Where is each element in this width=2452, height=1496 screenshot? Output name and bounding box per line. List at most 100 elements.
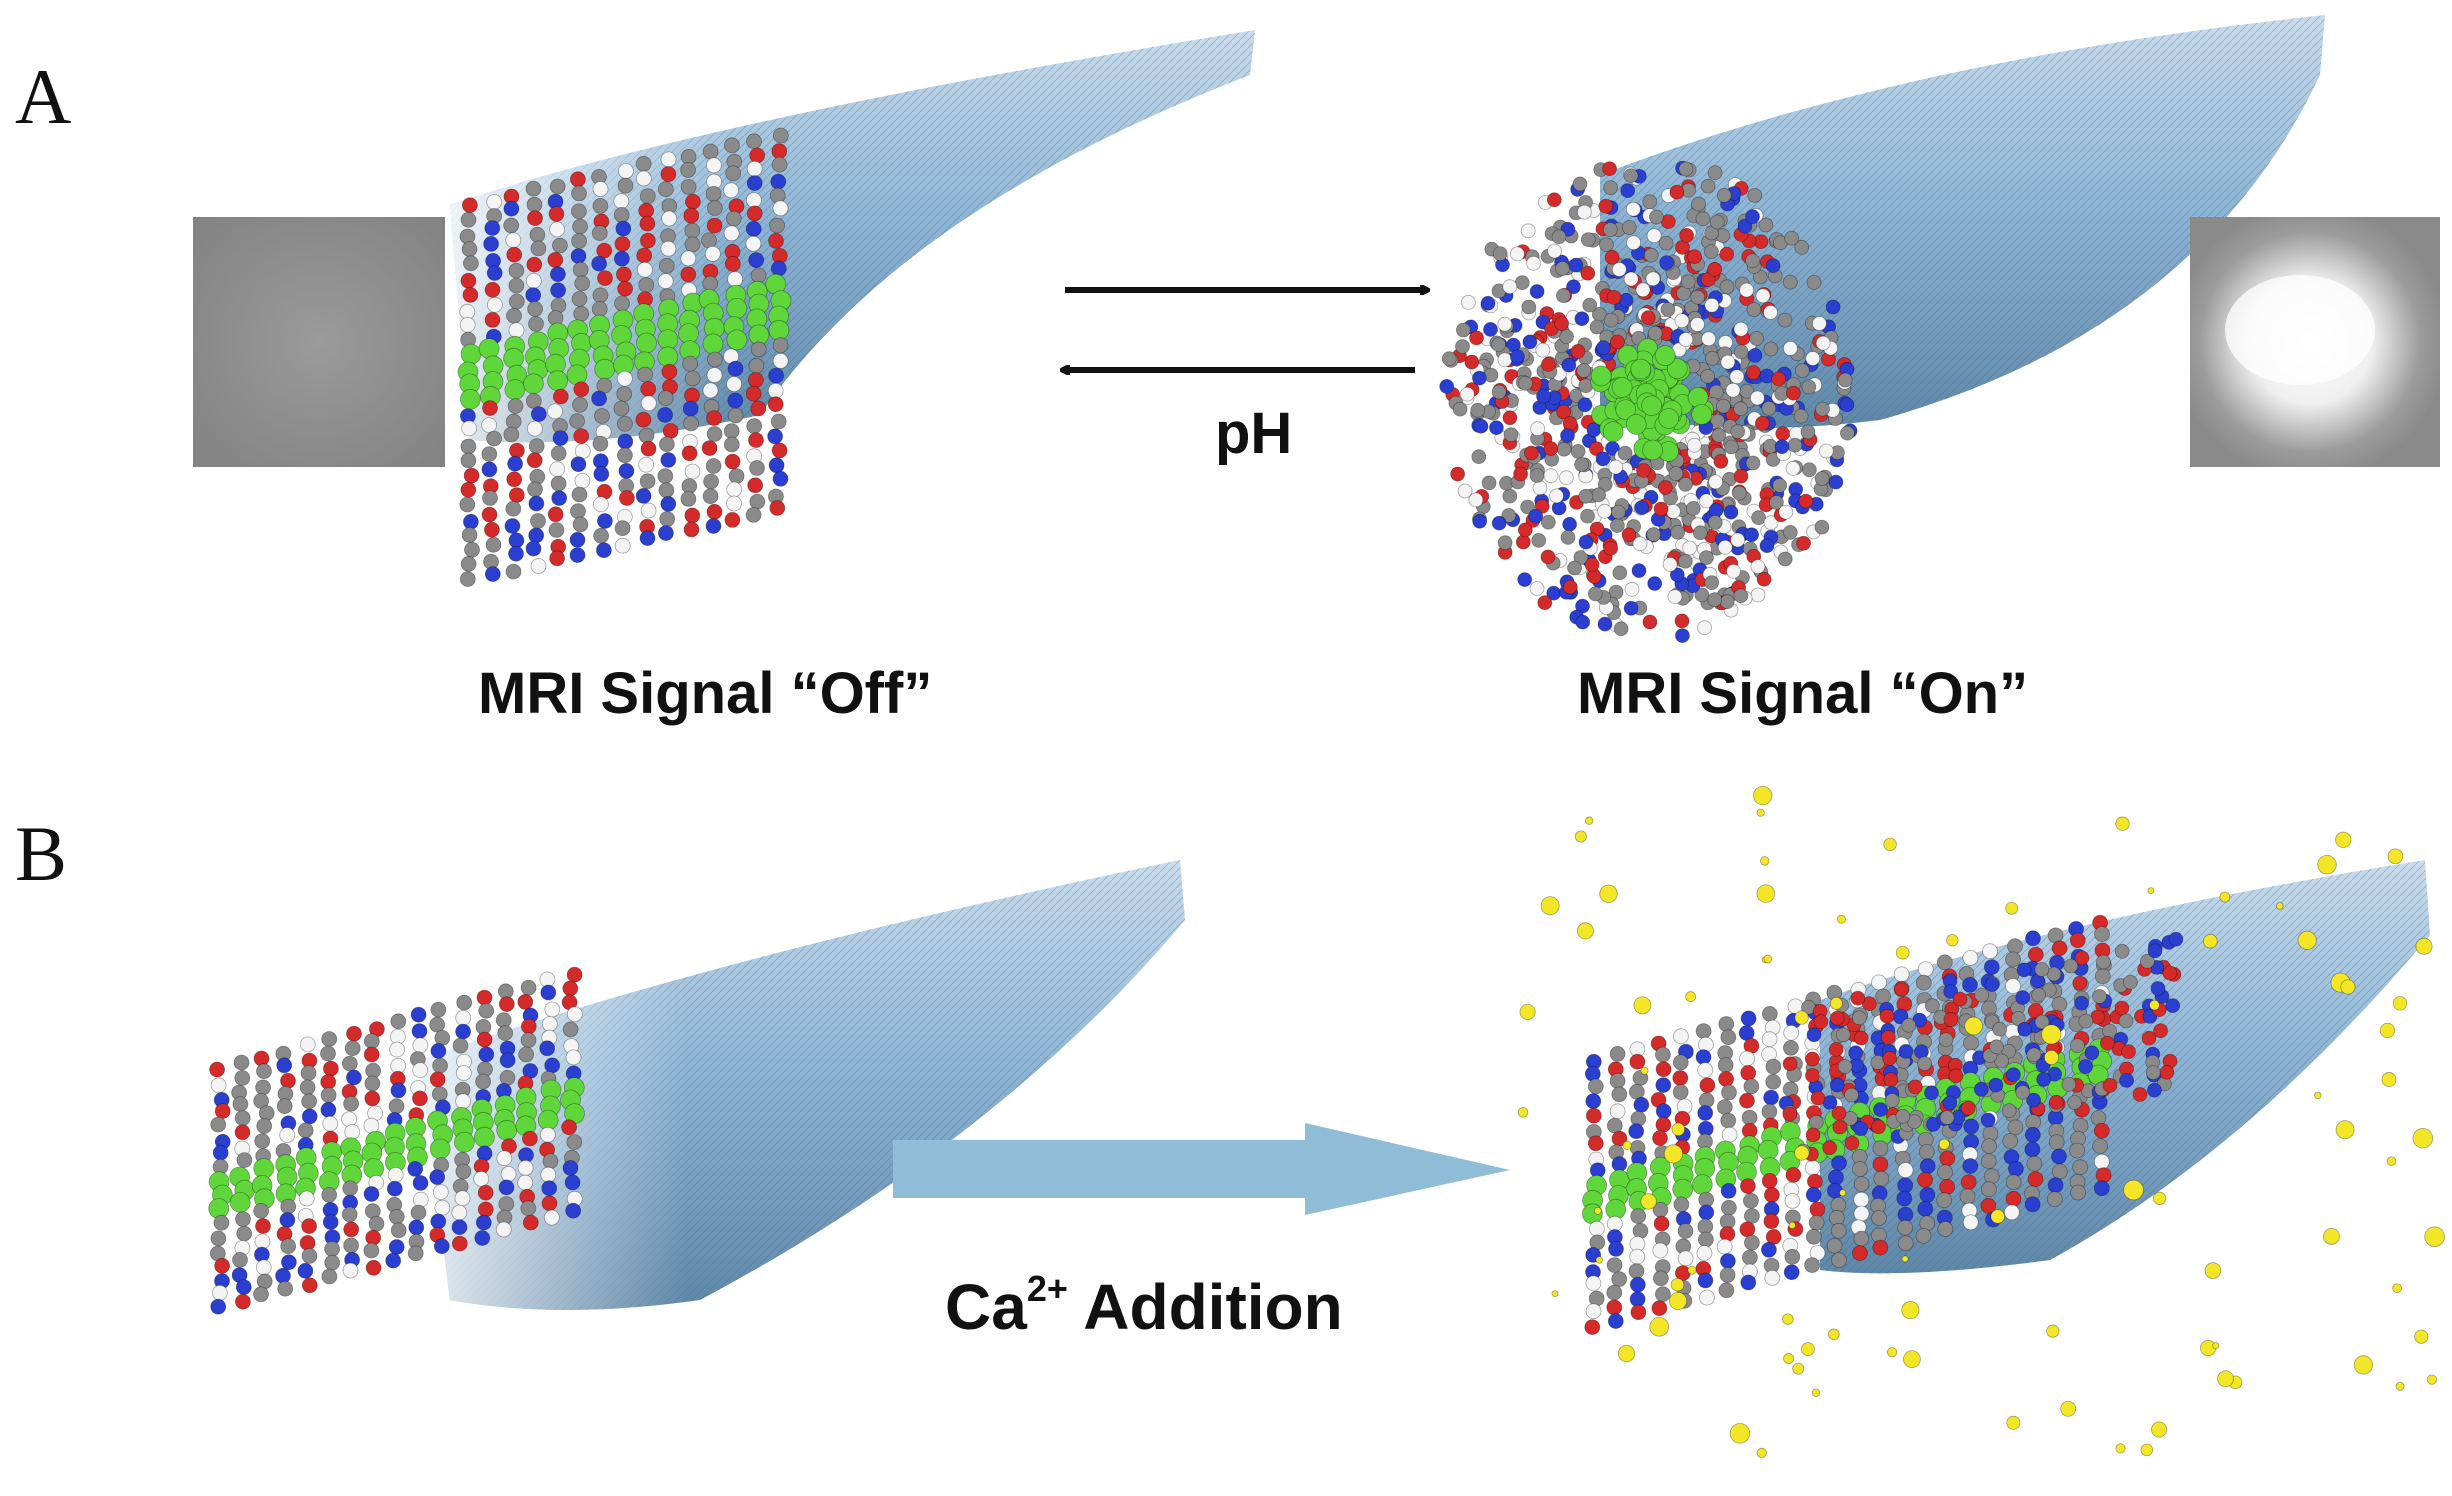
strand-a-left-atom — [478, 338, 500, 360]
strand-b-right-atom — [1718, 1016, 1735, 1032]
strand-b-left-atom — [299, 1079, 316, 1096]
micelle-atom — [1707, 592, 1723, 607]
sheet-top-atom — [1939, 1110, 1955, 1125]
micelle-atom — [1603, 540, 1619, 556]
strand-b-right-atom — [1963, 1035, 1979, 1051]
strand-b-right-atom — [1609, 1103, 1626, 1120]
strand-b-right-atom — [1611, 1271, 1628, 1287]
micelle-atom — [1744, 527, 1759, 543]
strand-b-left-atom — [255, 1218, 271, 1234]
strand-b-left-atom — [455, 1065, 472, 1081]
strand-b-left-atom — [254, 1233, 271, 1250]
strand-b-right-atom — [1697, 1062, 1714, 1078]
sheet-top-atom — [1829, 1010, 1845, 1026]
strand-b-right-atom — [1606, 1299, 1623, 1316]
strand-a-left-atom — [549, 221, 565, 238]
micelle-atom — [1611, 262, 1627, 277]
strand-b-right-atom — [1983, 959, 2000, 975]
strand-b-left-atom — [385, 1252, 402, 1269]
micelle-atom — [1839, 397, 1855, 413]
strand-a-left-atom — [617, 415, 633, 432]
sheet-top-atom — [1952, 991, 1968, 1007]
micelle-atom — [1772, 477, 1788, 493]
micelle-atom — [1707, 165, 1723, 181]
calcium-ion — [2323, 1227, 2340, 1245]
strand-a-left-atom — [748, 252, 765, 269]
micelle-atom — [1577, 204, 1592, 220]
strand-a-left-atom — [507, 398, 524, 415]
micelle-atom — [1540, 549, 1556, 565]
strand-a-left-atom — [705, 185, 722, 202]
calcium-ion — [1649, 1316, 1670, 1337]
strand-b-left-atom — [279, 1127, 296, 1143]
strand-b-right-atom — [1963, 1118, 1980, 1135]
sheet-top-atom — [1924, 1085, 1939, 1101]
micelle-atom — [1733, 344, 1749, 360]
strand-a-left-atom — [596, 542, 612, 559]
strand-b-left-atom — [497, 1025, 514, 1041]
strand-b-right-atom — [1628, 1123, 1645, 1140]
strand-a-left-atom — [483, 235, 500, 252]
strand-b-right-atom — [1962, 1214, 1979, 1231]
micelle-atom — [1528, 508, 1544, 524]
strand-b-right-atom — [1696, 1245, 1713, 1261]
sheet-top-atom — [1938, 1032, 1954, 1048]
micelle-atom — [1517, 522, 1533, 538]
micelle-atom — [1782, 274, 1798, 290]
strand-a-left-atom — [525, 540, 542, 557]
strand-a-left-atom — [635, 487, 652, 504]
micelle-atom — [1502, 410, 1518, 426]
micelle-atom — [1459, 386, 1475, 402]
micelle-atom — [1747, 187, 1763, 203]
strand-b-left-atom — [299, 1036, 316, 1053]
strand-a-left-atom — [768, 232, 784, 249]
strand-a-left-atom — [727, 392, 744, 409]
strand-a-left-atom — [771, 156, 788, 173]
strand-b-left-atom — [564, 1174, 581, 1191]
strand-b-right-atom — [1765, 1073, 1782, 1090]
strand-b-left-atom — [452, 1037, 469, 1054]
strand-a-left-atom — [571, 185, 587, 202]
ca-label-main: Ca — [945, 1271, 1027, 1343]
sheet-top-atom — [1835, 1027, 1851, 1043]
strand-a-left-atom — [661, 210, 677, 227]
calcium-ion — [1782, 1313, 1794, 1325]
micelle-core-atom — [1611, 376, 1633, 398]
strand-a-left-atom — [638, 456, 654, 473]
micelle-atom — [1710, 413, 1726, 429]
micelle-atom — [1815, 401, 1830, 417]
micelle-atom — [1461, 294, 1476, 310]
strand-a-left-atom — [768, 457, 785, 474]
strand-b-right-atom — [1608, 1241, 1624, 1257]
strand-b-right-atom — [2007, 938, 2023, 955]
strand-a-left-atom — [528, 495, 545, 512]
micelle-atom — [1793, 408, 1809, 424]
micelle-atom — [1580, 508, 1595, 524]
strand-b-right-atom — [1897, 1162, 1914, 1178]
strand-b-right-atom — [1587, 1135, 1604, 1152]
micelle-atom — [1685, 500, 1701, 516]
strand-b-right-atom — [1763, 1213, 1780, 1230]
strand-b-right-atom — [1783, 1040, 1799, 1056]
micelle-atom — [1589, 521, 1605, 537]
sheet-top-atom — [2006, 1067, 2021, 1083]
calcium-ion — [1640, 1193, 1657, 1210]
sheet-top-atom — [1806, 1027, 1822, 1043]
micelle-atom — [1522, 334, 1538, 350]
strand-b-left-atom — [410, 1204, 427, 1221]
micelle-atom — [1719, 246, 1735, 262]
strand-a-left-atom — [660, 452, 677, 468]
sheet-top-atom — [1943, 1012, 1959, 1027]
strand-a-left-atom — [682, 355, 698, 372]
sheet-top-atom — [1832, 1119, 1848, 1135]
strand-b-right-atom — [1655, 1061, 1672, 1078]
calcium-ion — [1895, 945, 1910, 960]
sheet-top-atom — [2072, 975, 2088, 991]
micelle-atom — [1787, 437, 1803, 453]
micelle-atom — [1554, 316, 1569, 332]
strand-b-left-atom — [429, 1016, 446, 1033]
strand-a-left-atom — [550, 445, 567, 462]
micelle-atom — [1705, 350, 1720, 366]
strand-b-left-atom — [455, 1009, 472, 1026]
calcium-ion — [1574, 830, 1587, 843]
